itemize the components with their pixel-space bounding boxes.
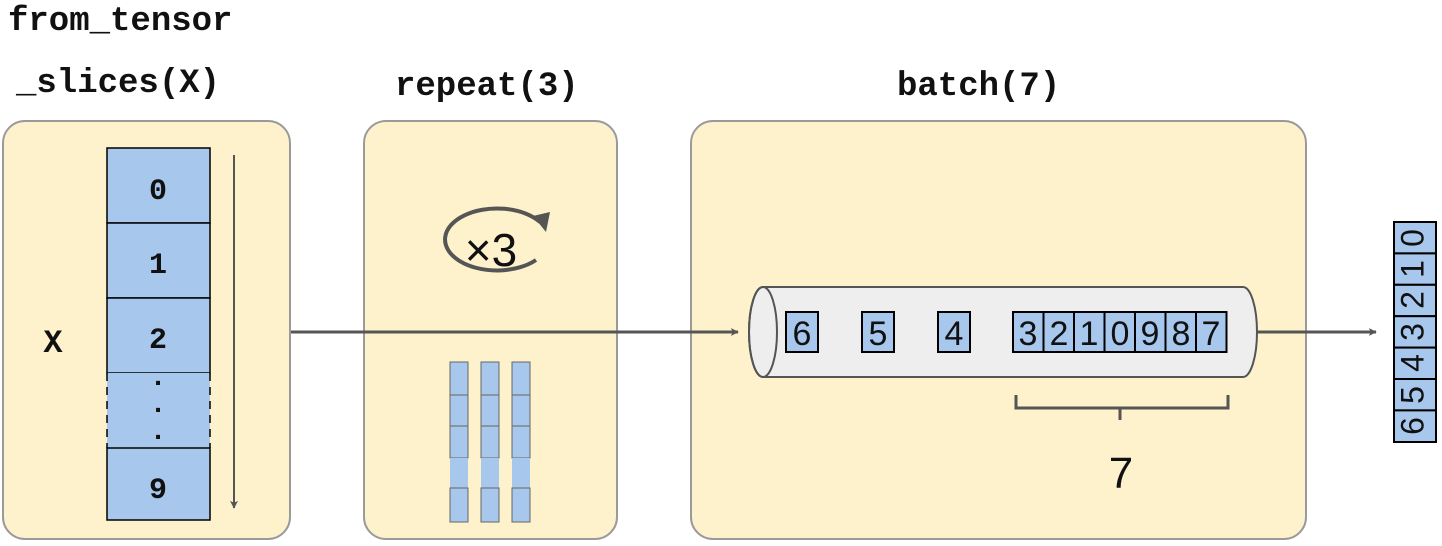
repeat-columns xyxy=(449,361,531,523)
queue-batch-value: 1 xyxy=(1080,315,1099,353)
batch-size-label: 7 xyxy=(1109,449,1133,498)
mini-column xyxy=(480,361,500,523)
tensor-slices-column xyxy=(106,147,211,521)
repeat-count-text: ×3 xyxy=(465,224,517,276)
output-batch-value: 0 xyxy=(1394,229,1430,247)
ellipsis-dot: . xyxy=(150,363,167,394)
queue-batch-value: 7 xyxy=(1202,315,1221,353)
ellipsis-dot: . xyxy=(150,390,167,421)
repeat-label: repeat(3) xyxy=(395,68,579,106)
from-tensor-slices-label-line2: _slices(X) xyxy=(15,65,220,103)
queue-batch-value: 0 xyxy=(1111,315,1130,353)
tensor-value: 9 xyxy=(149,474,167,508)
mini-column xyxy=(449,361,469,523)
output-batch-value: 5 xyxy=(1394,386,1430,404)
queue-item-value: 6 xyxy=(793,315,812,353)
queue-batch-value: 2 xyxy=(1050,315,1069,353)
output-batch xyxy=(1393,221,1437,443)
tensor-value: 1 xyxy=(149,249,167,283)
queue-item-value: 5 xyxy=(869,315,888,353)
queue-batch-value: 8 xyxy=(1172,315,1191,353)
output-batch-value: 2 xyxy=(1394,291,1430,309)
tensor-cell-ellipsis xyxy=(107,373,210,448)
queue-single-items xyxy=(785,311,971,353)
repeat-loop-icon xyxy=(443,206,550,273)
mini-column xyxy=(511,361,531,523)
queue-item-value: 4 xyxy=(945,315,964,353)
output-batch-value: 4 xyxy=(1394,354,1430,372)
output-batch-value: 1 xyxy=(1394,260,1430,278)
ellipsis-dot: . xyxy=(150,417,167,448)
from-tensor-slices-label-line1: from_tensor xyxy=(8,3,232,41)
tensor-value: 2 xyxy=(149,324,167,358)
batch-queue-tube xyxy=(748,286,1258,378)
tensor-cell xyxy=(106,147,211,224)
tensor-value: 0 xyxy=(149,175,167,209)
output-batch-value: 6 xyxy=(1394,417,1430,435)
repeat-panel xyxy=(363,120,618,540)
queue-batch-value: 3 xyxy=(1019,315,1038,353)
batch-label: batch(7) xyxy=(897,68,1060,106)
input-x-label: X xyxy=(43,325,63,362)
queue-batch-group xyxy=(1012,311,1228,353)
output-batch-value: 3 xyxy=(1394,323,1430,341)
queue-batch-value: 9 xyxy=(1141,315,1160,353)
tensor-cell xyxy=(106,447,211,521)
batch-size-brace xyxy=(1014,395,1230,420)
